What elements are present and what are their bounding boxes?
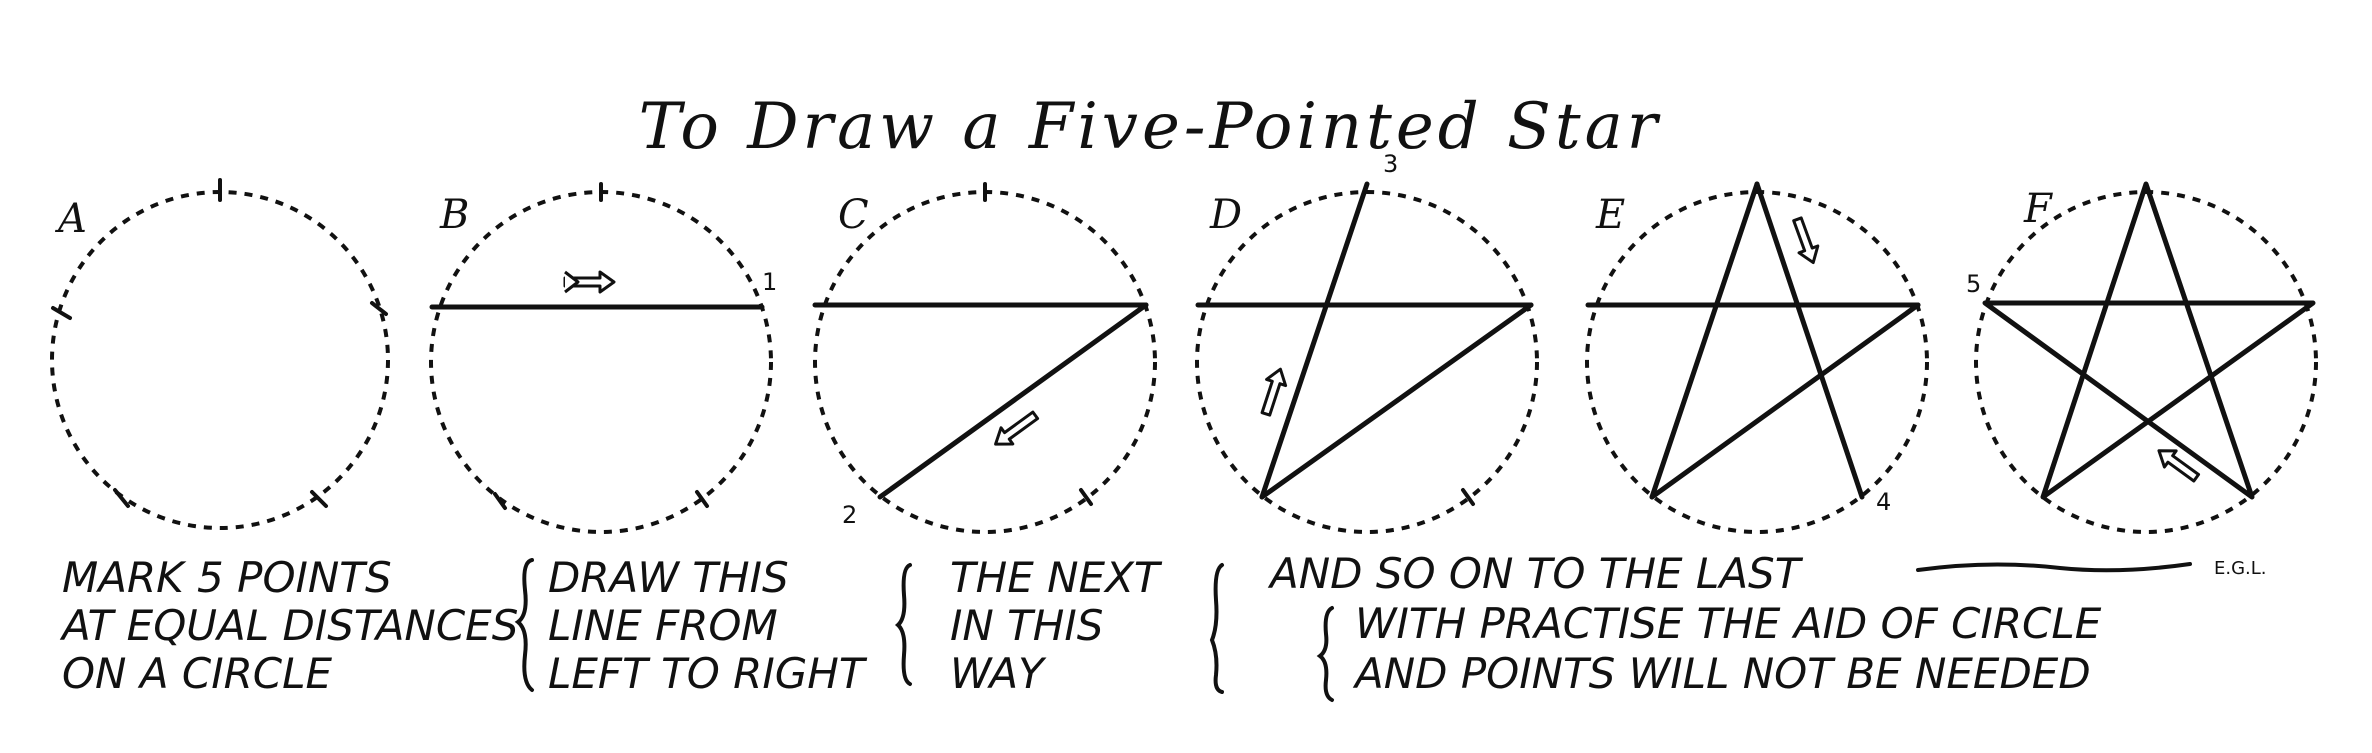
guide-circle-f [1974,190,2318,534]
separator-brace [1316,606,1334,702]
panel-a: A [50,178,390,530]
guide-circle-c [813,190,1157,534]
point-mark [1461,488,1475,506]
point-mark [1079,488,1093,506]
guide-circle-a [50,190,390,530]
dash-line [1916,562,2192,573]
caption-line: WAY [950,649,1047,698]
point-mark [370,301,388,316]
third-line-d [1259,181,1370,500]
five-pointed-star [1982,181,2316,500]
caption-d: AND SO ON TO THE LAST E.G.L. [1267,549,2267,598]
panel-e: E 4 [1585,181,1929,534]
direction-arrow-icon [2157,449,2201,483]
panel-b: B 1 [429,182,777,534]
caption-line: AT EQUAL DISTANCES [59,601,518,650]
point-label-3: 3 [1383,150,1398,178]
artist-initials: E.G.L. [2214,558,2267,579]
caption-line: AND POINTS WILL NOT BE NEEDED [1352,649,2091,698]
point-marks-b [493,182,709,510]
point-mark [51,306,72,320]
separator-brace [1209,563,1224,694]
guide-circle-d [1195,190,1539,534]
fourth-line-e [1754,181,1865,500]
point-label-5: 5 [1966,270,1981,298]
caption-a: MARK 5 POINTS AT EQUAL DISTANCES ON A CI… [59,553,518,698]
point-marks-a [51,178,388,508]
caption-line: THE NEXT [950,553,1163,602]
caption-line: LEFT TO RIGHT [548,649,868,698]
panel-letter-e: E [1595,192,1625,238]
point-marks-c [983,182,1093,506]
caption-line: WITH PRACTISE THE AID OF CIRCLE [1355,599,2102,648]
panel-letter-b: B [439,192,469,238]
diagram-title: To Draw a Five-Pointed Star [639,90,1662,164]
guide-circle-e [1585,190,1929,534]
caption-c: THE NEXT IN THIS WAY [950,553,1163,698]
point-mark [310,490,328,508]
second-line-c [877,302,1149,500]
direction-arrow-icon [563,270,616,294]
separator-brace [514,558,534,692]
panel-letter-d: D [1209,192,1242,238]
separator-brace [894,563,912,686]
point-label-4: 4 [1876,488,1891,516]
direction-arrow-icon [1792,216,1820,265]
panel-letter-a: A [54,196,87,242]
point-marks-d [1461,488,1475,506]
caption-line: AND SO ON TO THE LAST [1267,549,1804,598]
direction-arrow-icon [1260,367,1288,417]
third-line-e [1649,181,1760,500]
caption-b: DRAW THIS LINE FROM LEFT TO RIGHT [548,553,868,698]
second-line-e [1649,302,1921,500]
panel-f: F 5 [1966,181,2318,534]
caption-line: DRAW THIS [548,553,789,602]
point-mark [493,492,507,510]
caption-line: LINE FROM [548,601,778,650]
second-line-d [1259,302,1534,500]
caption-line: ON A CIRCLE [62,649,333,698]
point-label-2: 2 [842,501,857,529]
panel-c: C 2 [812,182,1157,534]
panel-letter-c: C [838,192,869,238]
point-mark [113,488,130,508]
caption-line: IN THIS [950,601,1103,650]
caption-line: MARK 5 POINTS [62,553,392,602]
point-mark [695,490,709,508]
guide-circle-b [429,190,773,534]
direction-arrow-icon [994,410,1040,446]
point-label-1: 1 [762,268,777,296]
panel-d: D 3 [1195,150,1539,534]
caption-e: WITH PRACTISE THE AID OF CIRCLE AND POIN… [1352,599,2102,698]
